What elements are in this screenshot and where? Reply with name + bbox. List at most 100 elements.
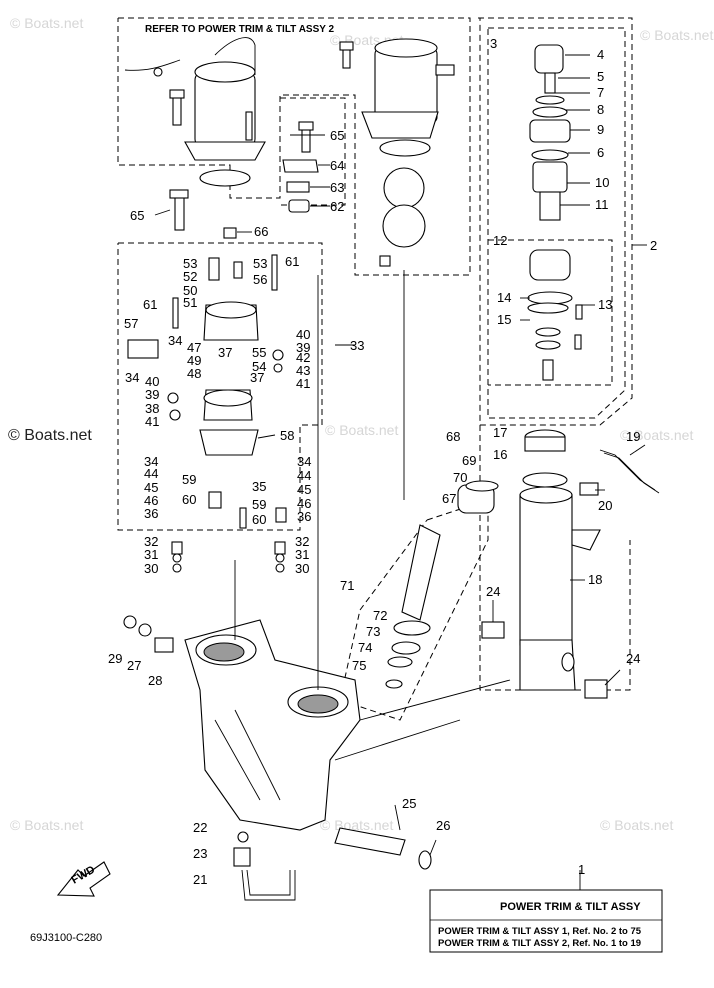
callout-51: 51 bbox=[183, 295, 197, 310]
watermark: © Boats.net bbox=[325, 422, 398, 438]
watermark: © Boats.net bbox=[600, 817, 673, 833]
watermark: © Boats.net bbox=[10, 817, 83, 833]
callout-35: 35 bbox=[252, 479, 266, 494]
callout-73: 73 bbox=[366, 624, 380, 639]
pump-motor bbox=[339, 38, 455, 267]
callout-71: 71 bbox=[340, 578, 354, 593]
callout-65: 65 bbox=[130, 208, 144, 223]
callout-22: 22 bbox=[193, 820, 207, 835]
callout-36: 36 bbox=[144, 506, 158, 521]
callout-25: 25 bbox=[402, 796, 416, 811]
callout-49: 49 bbox=[187, 353, 201, 368]
callout-68: 68 bbox=[446, 429, 460, 444]
callout-9: 9 bbox=[597, 122, 604, 137]
callout-16: 16 bbox=[493, 447, 507, 462]
callout-63: 63 bbox=[330, 180, 344, 195]
callout-19: 19 bbox=[626, 429, 640, 444]
callout-39: 39 bbox=[145, 387, 159, 402]
watermark: © Boats.net bbox=[620, 427, 693, 443]
callout-13: 13 bbox=[598, 297, 612, 312]
callout-37: 37 bbox=[218, 345, 232, 360]
callout-62: 62 bbox=[330, 199, 344, 214]
callout-26: 26 bbox=[436, 818, 450, 833]
callout-59: 59 bbox=[252, 497, 266, 512]
callout-34: 34 bbox=[168, 333, 182, 348]
callout-11: 11 bbox=[595, 197, 609, 212]
tilt-cylinder-parts bbox=[522, 44, 583, 488]
callout-59: 59 bbox=[182, 472, 196, 487]
callout-52: 52 bbox=[183, 269, 197, 284]
watermark-main: © Boats.net bbox=[8, 427, 92, 444]
callout-57: 57 bbox=[124, 316, 138, 331]
info-box-line: POWER TRIM & TILT ASSY 1, Ref. No. 2 to … bbox=[438, 926, 642, 937]
info-box-title: POWER TRIM & TILT ASSY bbox=[500, 901, 641, 913]
callout-37: 37 bbox=[250, 370, 264, 385]
callout-54: 54 bbox=[252, 359, 266, 374]
callout-24: 24 bbox=[626, 651, 640, 666]
callout-20: 20 bbox=[598, 498, 612, 513]
callout-42: 42 bbox=[296, 350, 310, 365]
callout-72: 72 bbox=[373, 608, 387, 623]
piston-rod bbox=[385, 480, 499, 689]
trim-cylinder bbox=[481, 449, 660, 699]
callout-40: 40 bbox=[145, 374, 159, 389]
callout-17: 17 bbox=[493, 425, 507, 440]
watermark: © Boats.net bbox=[640, 27, 713, 43]
callout-60: 60 bbox=[182, 492, 196, 507]
callout-38: 38 bbox=[145, 401, 159, 416]
callout-labels: 1 2 3 4 5 6 7 8 9 10 11 12 13 14 15 16 1… bbox=[108, 36, 657, 887]
pump-motor-assembly-2 bbox=[124, 37, 266, 187]
tilt-bracket-housing bbox=[123, 270, 511, 901]
callout-2: 2 bbox=[650, 238, 657, 253]
callout-44: 44 bbox=[144, 466, 158, 481]
callout-64: 64 bbox=[330, 158, 344, 173]
leader-lines bbox=[154, 54, 647, 856]
callout-43: 43 bbox=[296, 363, 310, 378]
callout-3: 3 bbox=[490, 36, 497, 51]
callout-34: 34 bbox=[144, 454, 158, 469]
callout-5: 5 bbox=[597, 69, 604, 84]
diagram-code: 69J3100-C280 bbox=[30, 932, 102, 944]
callout-53: 53 bbox=[183, 256, 197, 271]
callout-34: 34 bbox=[125, 370, 139, 385]
callout-6: 6 bbox=[597, 145, 604, 160]
callout-10: 10 bbox=[595, 175, 609, 190]
callout-48: 48 bbox=[187, 366, 201, 381]
callout-30: 30 bbox=[295, 561, 309, 576]
callout-44: 44 bbox=[297, 468, 311, 483]
info-box-line: POWER TRIM & TILT ASSY 2, Ref. No. 1 to … bbox=[438, 938, 641, 949]
callout-34: 34 bbox=[297, 454, 311, 469]
callout-65: 65 bbox=[330, 128, 344, 143]
watermark: © Boats.net bbox=[10, 15, 83, 31]
callout-61: 61 bbox=[143, 297, 157, 312]
callout-15: 15 bbox=[497, 312, 511, 327]
refer-note: REFER TO POWER TRIM & TILT ASSY 2 bbox=[145, 24, 335, 35]
callout-74: 74 bbox=[358, 640, 372, 655]
valve-body-group bbox=[127, 189, 287, 573]
callout-46: 46 bbox=[144, 493, 158, 508]
callout-47: 47 bbox=[187, 340, 201, 355]
callout-70: 70 bbox=[453, 470, 467, 485]
watermark: © Boats.net bbox=[320, 817, 393, 833]
callout-56: 56 bbox=[253, 272, 267, 287]
callout-61: 61 bbox=[285, 254, 299, 269]
callout-30: 30 bbox=[144, 561, 158, 576]
fwd-arrow: FWD bbox=[56, 861, 111, 897]
callout-31: 31 bbox=[295, 547, 309, 562]
callout-58: 58 bbox=[280, 428, 294, 443]
callout-27: 27 bbox=[127, 658, 141, 673]
callout-28: 28 bbox=[148, 673, 162, 688]
callout-18: 18 bbox=[588, 572, 602, 587]
callout-45: 45 bbox=[144, 480, 158, 495]
callout-8: 8 bbox=[597, 102, 604, 117]
callout-75: 75 bbox=[352, 658, 366, 673]
callout-46: 46 bbox=[297, 496, 311, 511]
callout-66: 66 bbox=[254, 224, 268, 239]
callout-50: 50 bbox=[183, 283, 197, 298]
callout-32: 32 bbox=[295, 534, 309, 549]
callout-53: 53 bbox=[253, 256, 267, 271]
callout-1: 1 bbox=[578, 862, 585, 877]
callout-36: 36 bbox=[297, 509, 311, 524]
callout-12: 12 bbox=[493, 233, 507, 248]
